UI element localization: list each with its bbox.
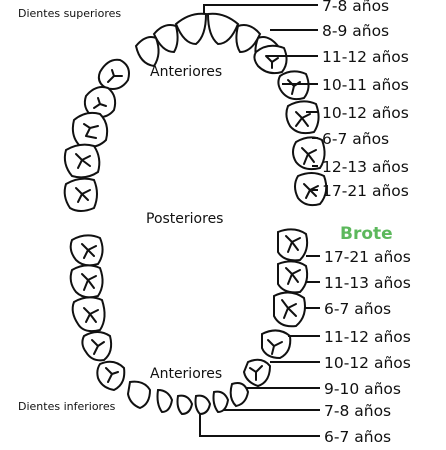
lower-age-label: 11-12 años xyxy=(324,328,411,346)
leader-upper-1 xyxy=(204,5,318,14)
lower-arch xyxy=(71,229,307,414)
lower-left-third-molar xyxy=(278,229,307,260)
lower-right-third-molar xyxy=(71,235,103,265)
lower-right-central-incisor xyxy=(178,396,193,414)
upper-left-central-incisor xyxy=(208,14,238,44)
upper-age-label: 7-8 años xyxy=(322,0,389,15)
upper-age-label: 11-12 años xyxy=(322,48,409,66)
upper-age-label: 8-9 años xyxy=(322,22,389,40)
upper-age-label: 10-12 años xyxy=(322,104,409,122)
lower-age-label: 17-21 años xyxy=(324,248,411,266)
upper-age-label: 17-21 años xyxy=(322,182,409,200)
lower-age-label: 10-12 años xyxy=(324,354,411,372)
lower-left-canine xyxy=(231,383,248,406)
upper-arch xyxy=(65,14,327,211)
lower-age-label: 9-10 años xyxy=(324,380,401,398)
leader-lower-8 xyxy=(200,414,320,436)
eruption-heading: Brote xyxy=(340,224,393,244)
upper-eruption-ages: 7-8 años 8-9 años 11-12 años 10-11 años … xyxy=(322,0,409,200)
upper-right-central-incisor xyxy=(176,14,206,44)
lower-left-lateral-incisor xyxy=(214,392,229,412)
lower-age-label: 11-13 años xyxy=(324,274,411,292)
upper-age-label: 12-13 años xyxy=(322,158,409,176)
upper-anterior-label: Anteriores xyxy=(150,64,222,80)
lower-right-lateral-incisor xyxy=(158,390,173,412)
lower-left-second-molar xyxy=(278,261,307,292)
lower-right-canine xyxy=(128,382,150,408)
lower-teeth-label: Dientes inferiores xyxy=(18,400,116,413)
posterior-label: Posteriores xyxy=(146,211,223,227)
upper-age-label: 10-11 años xyxy=(322,76,409,94)
lower-age-label: 7-8 años xyxy=(324,402,391,420)
lower-anterior-label: Anteriores xyxy=(150,366,222,382)
lower-left-central-incisor xyxy=(196,396,211,414)
lower-right-first-molar xyxy=(73,297,105,331)
lower-age-label: 6-7 años xyxy=(324,428,391,446)
lower-eruption-ages: 17-21 años 11-13 años 6-7 años 11-12 año… xyxy=(324,248,411,446)
upper-teeth-label: Dientes superiores xyxy=(18,7,121,20)
lower-age-label: 6-7 años xyxy=(324,300,391,318)
upper-right-canine xyxy=(136,37,159,66)
upper-age-label: 6-7 años xyxy=(322,130,389,148)
